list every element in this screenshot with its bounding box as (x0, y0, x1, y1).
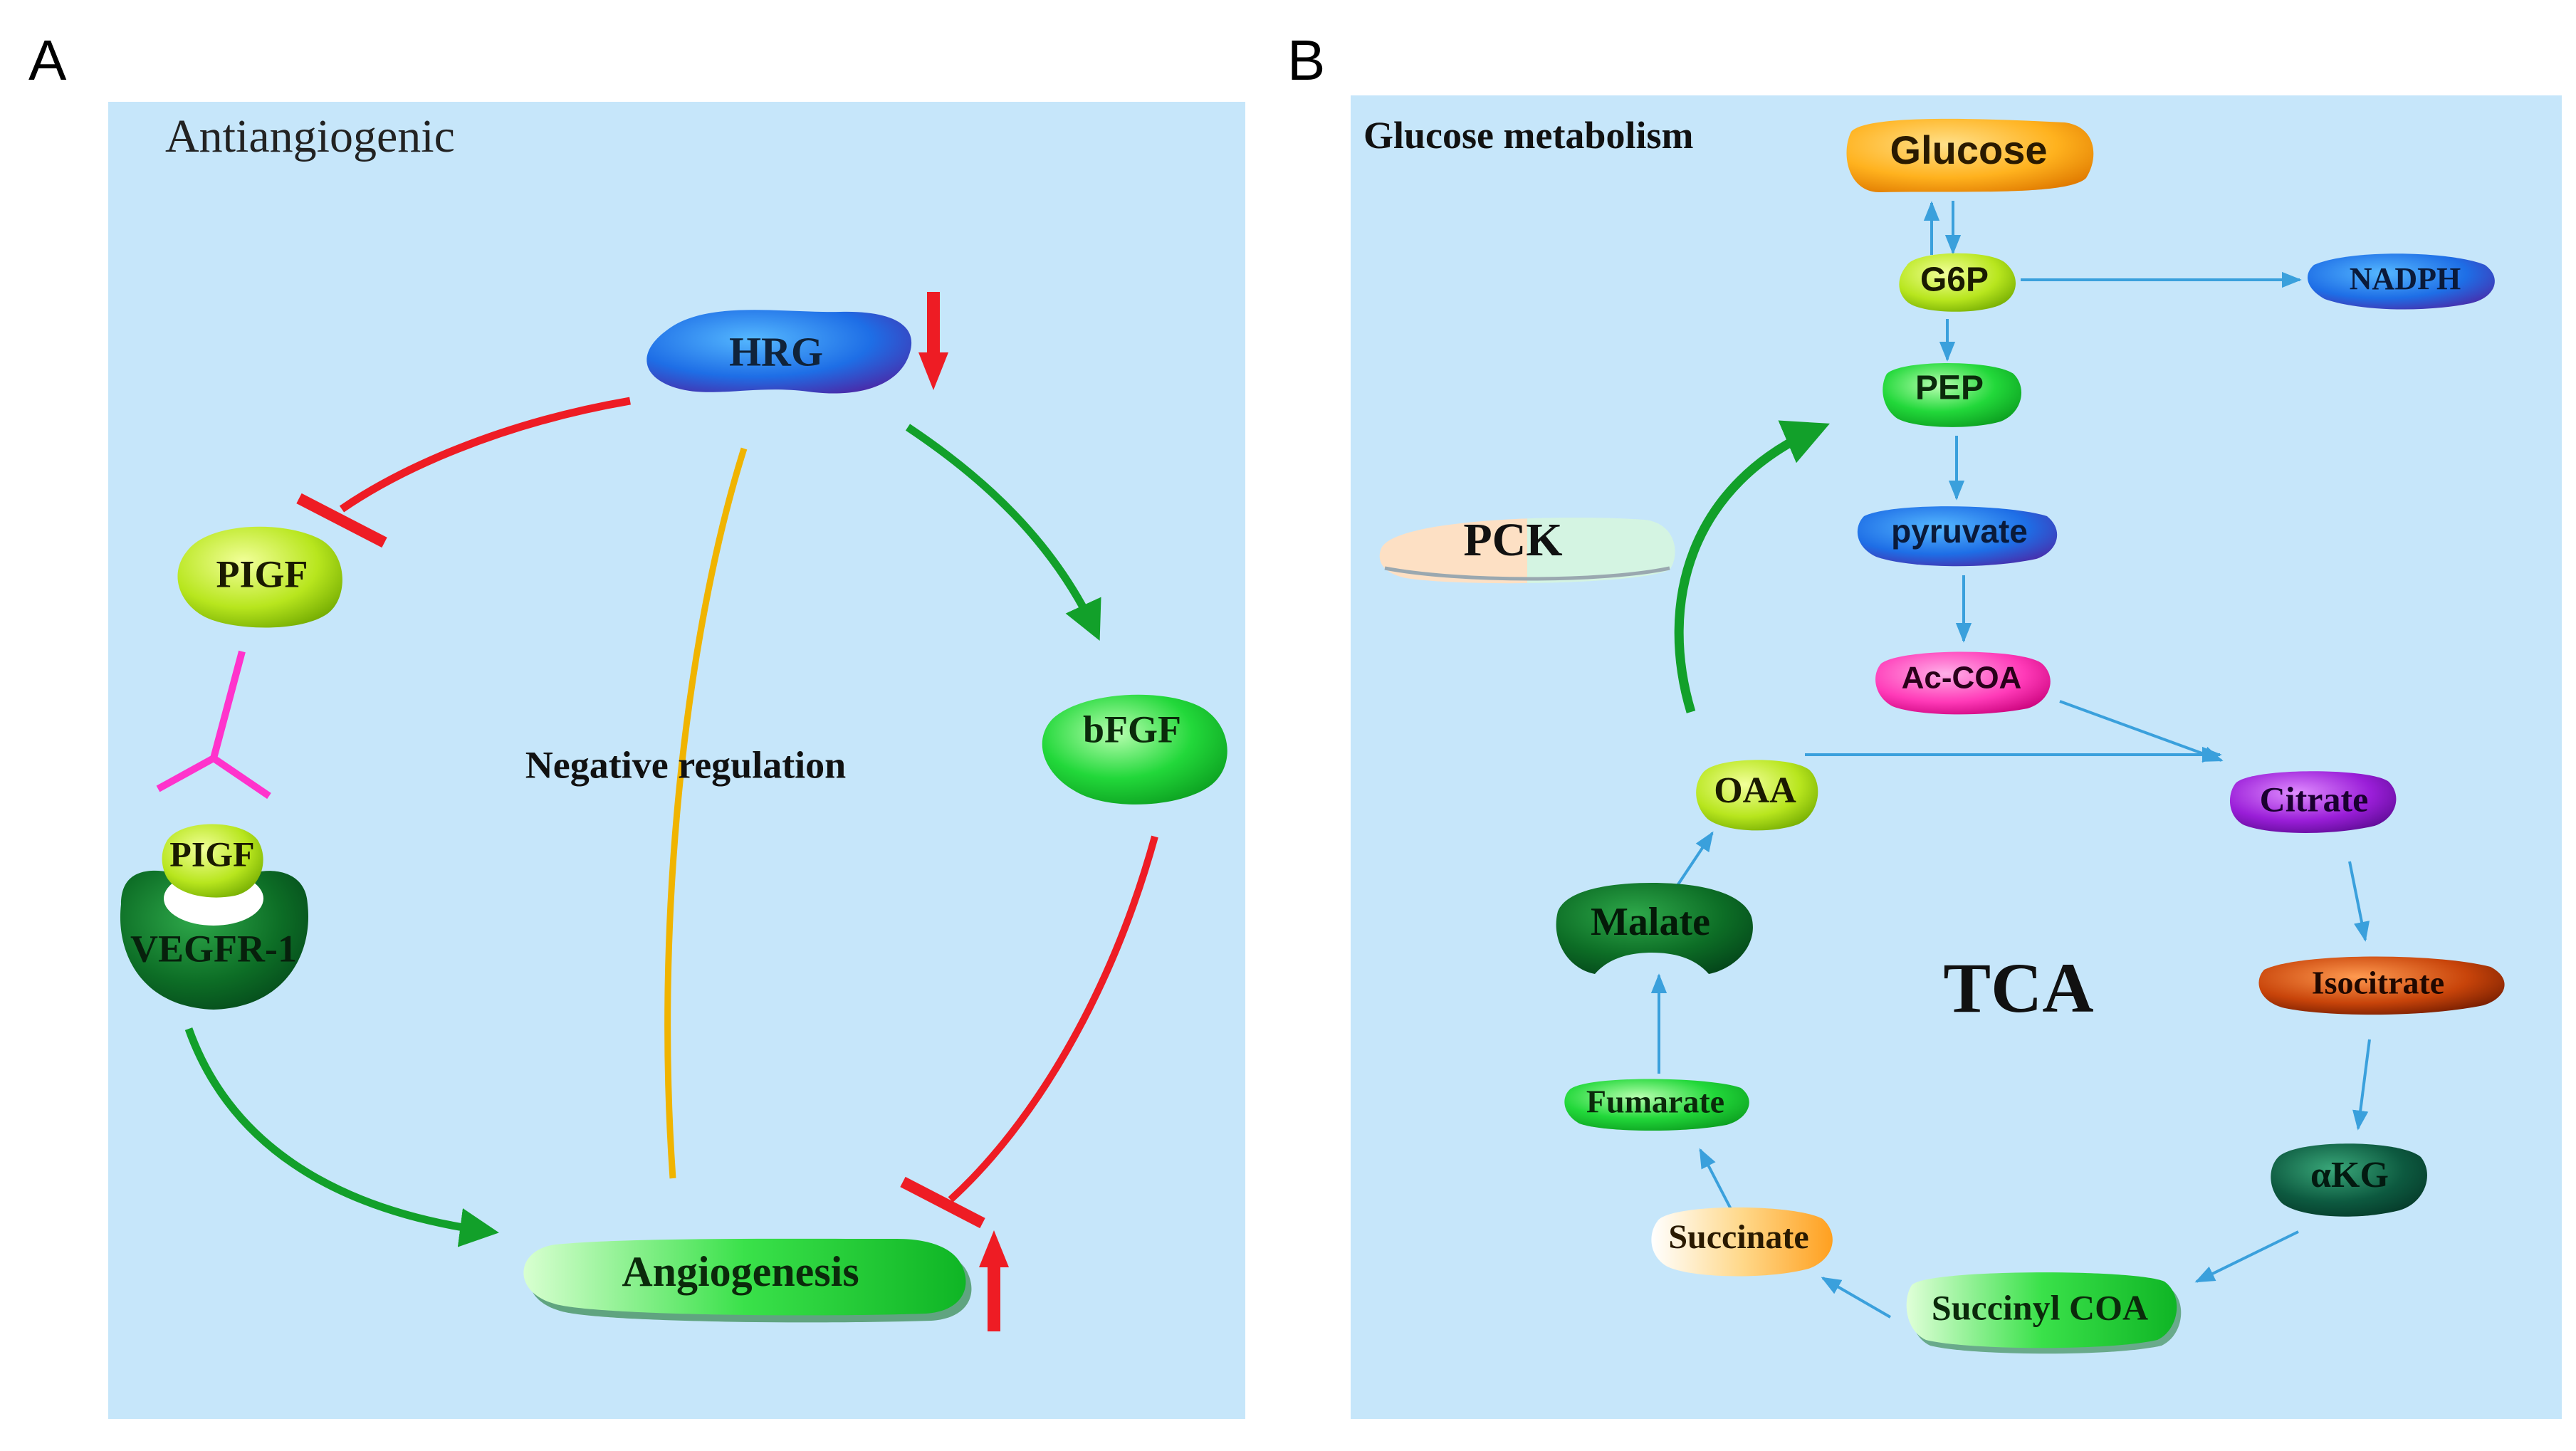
pck-node-edge (1384, 566, 1670, 581)
isocitrate-label: Isocitrate (2312, 965, 2444, 1001)
pigf-label: PIGF (216, 552, 308, 595)
pck-enzyme-node (1379, 517, 1675, 584)
pep-label: PEP (1915, 370, 1984, 407)
isocitrate-to-akg-arrow (2352, 1039, 2371, 1131)
g6p-node (1899, 253, 2016, 312)
succinylcoa-node (1906, 1272, 2177, 1348)
bfgf-inhibits-angiogenesis-edge (948, 835, 1158, 1203)
angiogenesis-node (523, 1238, 966, 1316)
negative-regulation-label: Negative regulation (525, 743, 846, 786)
pigf-node (177, 526, 342, 628)
fumarate-label: Fumarate (1586, 1084, 1724, 1120)
accoa-node (1875, 651, 2051, 715)
pigf-binding-connector (156, 650, 271, 800)
panel-a-title: Antiangiogenic (165, 110, 455, 162)
malate-node (1556, 883, 1753, 974)
angiogenesis-label: Angiogenesis (622, 1248, 859, 1295)
metabolic-arrows (1650, 201, 2371, 1319)
vegfr1-label: VEGFR-1 (130, 927, 297, 970)
bfgf-node (1042, 694, 1227, 805)
pck-label: PCK (1463, 514, 1562, 566)
panel-b-title: Glucose metabolism (1363, 114, 1693, 157)
tca-cycle-label: TCA (1943, 948, 2093, 1027)
pck-oaa-to-pep-arrow (1674, 420, 1830, 713)
accoa-to-citrate-arrow (2059, 700, 2224, 762)
oaa-node (1696, 760, 1818, 831)
angiogenesis-increase-arrow-icon (979, 1230, 1009, 1331)
pigf-bound-label: PIGF (169, 834, 254, 874)
citrate-to-isocitrate-arrow (2348, 861, 2370, 942)
bfgf-label: bFGF (1083, 708, 1181, 750)
nadph-label: NADPH (2350, 261, 2461, 296)
citrate-node (2229, 771, 2397, 833)
panel-b-letter: B (1287, 28, 1325, 92)
akg-label: αKG (2310, 1155, 2389, 1195)
citrate-label: Citrate (2260, 779, 2369, 819)
succinate-node (1651, 1207, 1833, 1277)
hrg-decrease-arrow-icon (918, 292, 948, 390)
pigf-inhibition-bar (296, 493, 387, 548)
hrg-activates-bfgf-edge (905, 424, 1101, 641)
isocitrate-node (2258, 956, 2505, 1015)
panel-a-letter: A (28, 28, 67, 92)
glucose-label: Glucose (1890, 127, 2048, 172)
hrg-inhibits-pigf-edge (339, 397, 631, 513)
akg-to-succinylcoa-arrow (2194, 1230, 2299, 1283)
pyruvate-label: pyruvate (1891, 513, 2028, 550)
malate-label: Malate (1591, 900, 1710, 944)
hrg-node (646, 310, 912, 394)
accoa-label: Ac-COA (1902, 661, 2022, 696)
hrg-label: HRG (729, 328, 823, 374)
pigf-bound-node (162, 824, 263, 898)
nadph-node (2308, 253, 2495, 310)
succinylcoa-label: Succinyl COA (1932, 1287, 2148, 1327)
glucose-node (1846, 118, 2094, 192)
pep-node (1883, 363, 2022, 427)
g6p-label: G6P (1920, 261, 1989, 299)
akg-node (2271, 1143, 2427, 1217)
fumarate-node (1564, 1079, 1749, 1131)
negative-regulation-edge (664, 447, 748, 1179)
angiogenesis-inhibition-bar (900, 1176, 985, 1229)
succinate-label: Succinate (1668, 1218, 1808, 1256)
vegfr1-activates-angiogenesis-edge (184, 1027, 499, 1247)
succinate-to-fumarate-arrow (1699, 1148, 1733, 1211)
succinylcoa-to-succinate-arrow (1821, 1277, 1892, 1319)
pyruvate-node (1857, 506, 2058, 567)
oaa-label: OAA (1714, 770, 1796, 811)
